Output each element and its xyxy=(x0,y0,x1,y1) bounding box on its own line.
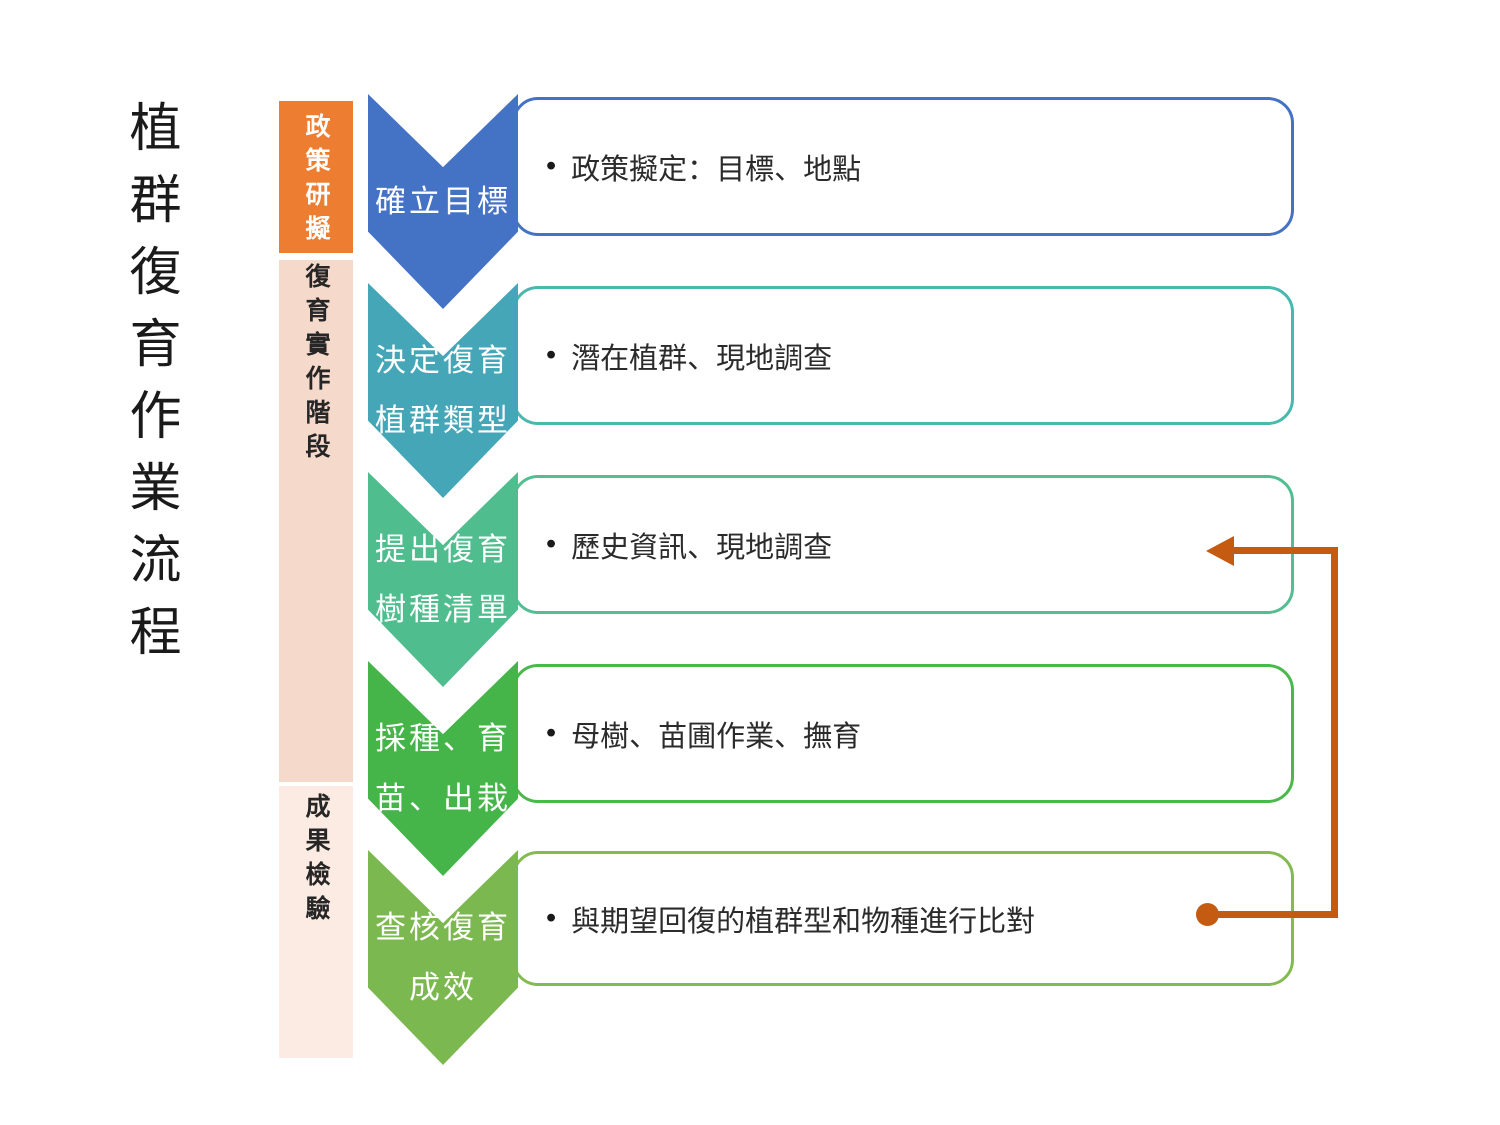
phase-band-review-label: 成果檢驗 xyxy=(302,793,330,929)
detail-line: • 母樹、苗圃作業、撫育 xyxy=(546,713,861,755)
detail-box: • 歷史資訊、現地調查 xyxy=(512,475,1294,614)
detail-line: • 歷史資訊、現地調查 xyxy=(546,524,832,566)
chevron-arrow-icon: 提出復育 樹種清單 xyxy=(368,472,518,687)
detail-text: 母樹、苗圃作業、撫育 xyxy=(571,720,862,753)
bullet-icon: • xyxy=(546,150,557,182)
chevron-label: 決定復育 植群類型 xyxy=(375,342,511,438)
phase-band-review: 成果檢驗 xyxy=(279,786,353,1058)
detail-line: • 潛在植群、現地調查 xyxy=(546,335,832,377)
detail-line: • 與期望回復的植群型和物種進行比對 xyxy=(546,898,1035,940)
feedback-arrow-origin-dot xyxy=(1196,903,1219,926)
bullet-icon: • xyxy=(546,902,557,934)
feedback-arrow-segment xyxy=(1208,911,1338,918)
chevron-arrow-icon: 採種、育 苗、出栽 xyxy=(368,661,518,876)
detail-line: • 政策擬定：目標、地點 xyxy=(546,146,861,188)
phase-band-implementation-label: 復育實作階段 xyxy=(302,263,330,467)
chevron-arrow-icon: 查核復育 成效 xyxy=(368,850,518,1065)
detail-box: • 與期望回復的植群型和物種進行比對 xyxy=(512,851,1294,986)
chevron-arrow-icon: 確立目標 xyxy=(368,94,518,309)
bullet-icon: • xyxy=(546,339,557,371)
detail-box: • 母樹、苗圃作業、撫育 xyxy=(512,664,1294,803)
page-title: 植群復育作業流程 xyxy=(121,100,179,676)
chevron-arrow-icon: 決定復育 植群類型 xyxy=(368,283,518,498)
detail-text: 潛在植群、現地調查 xyxy=(571,342,833,375)
feedback-arrowhead-icon xyxy=(1206,536,1234,566)
feedback-arrow-segment xyxy=(1331,547,1338,918)
detail-text: 政策擬定：目標、地點 xyxy=(571,153,862,186)
chevron-label: 確立目標 xyxy=(375,183,511,219)
phase-band-implementation: 復育實作階段 xyxy=(279,260,353,782)
detail-box: • 政策擬定：目標、地點 xyxy=(512,97,1294,236)
phase-band-policy-label: 政策研擬 xyxy=(302,113,330,249)
bullet-icon: • xyxy=(546,717,557,749)
chevron-label: 提出復育 樹種清單 xyxy=(375,531,511,627)
chevron-label: 採種、育 苗、出栽 xyxy=(375,720,511,816)
feedback-arrow-segment xyxy=(1232,547,1338,554)
bullet-icon: • xyxy=(546,528,557,560)
detail-text: 歷史資訊、現地調查 xyxy=(571,531,833,564)
phase-band-policy: 政策研擬 xyxy=(279,101,353,253)
detail-box: • 潛在植群、現地調查 xyxy=(512,286,1294,425)
detail-text: 與期望回復的植群型和物種進行比對 xyxy=(571,905,1036,938)
chevron-label: 查核復育 成效 xyxy=(375,909,511,1005)
